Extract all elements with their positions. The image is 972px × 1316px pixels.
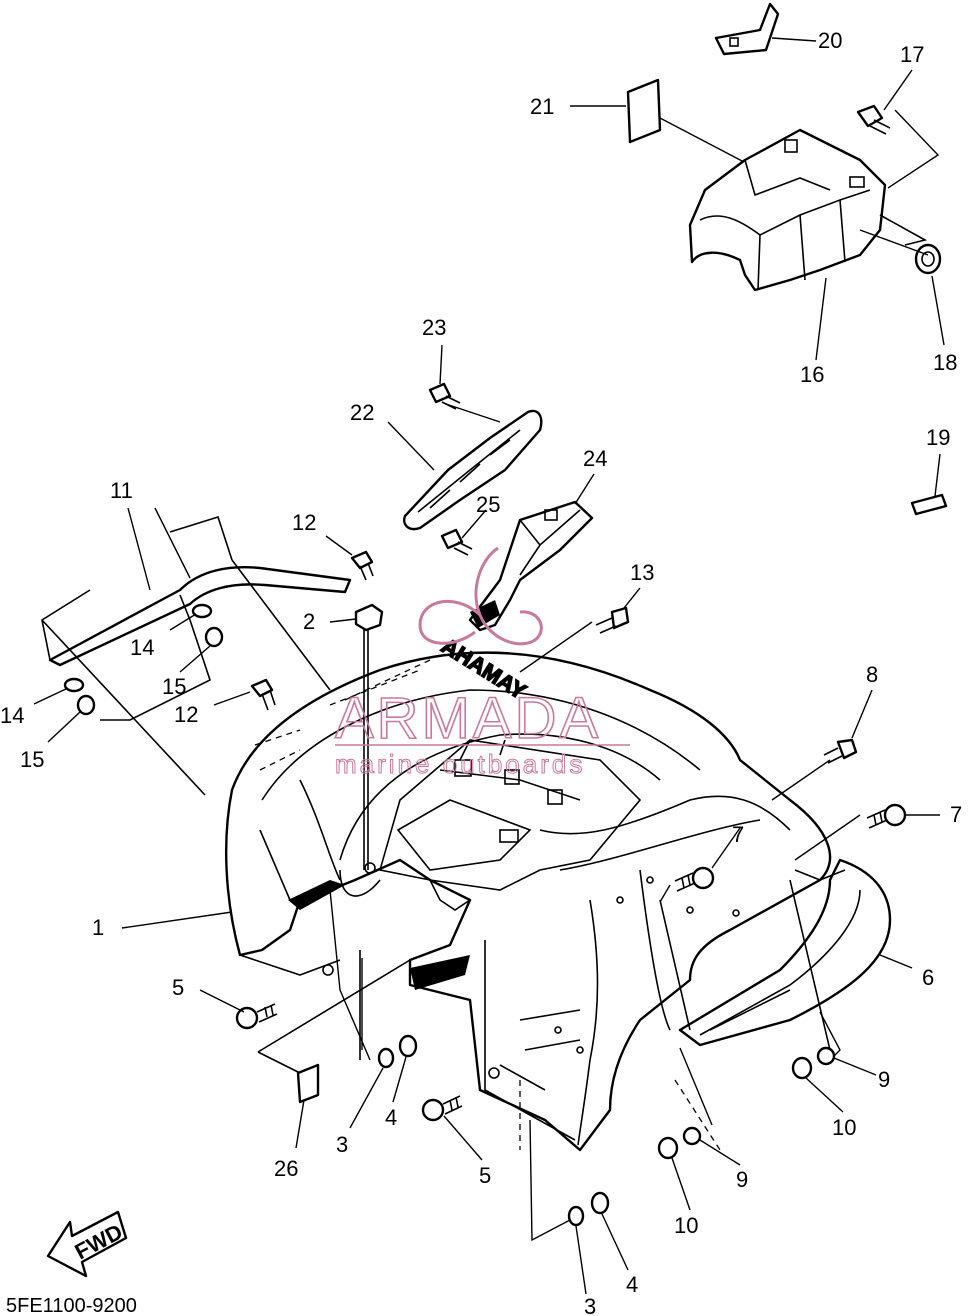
callout-20: 20	[818, 28, 842, 53]
callout-21: 21	[530, 94, 554, 119]
callout-15-left: 15	[20, 747, 44, 772]
pin-2	[354, 603, 384, 870]
callout-23: 23	[422, 315, 446, 340]
watermark-logo-icon	[418, 546, 543, 646]
callout-10-right: 10	[832, 1115, 856, 1140]
watermark: ARMADA marine outboards	[334, 546, 630, 780]
callout-25: 25	[476, 492, 500, 517]
nut-10-right	[791, 1056, 813, 1080]
flap-26	[257, 950, 411, 1104]
washers-nuts	[63, 243, 942, 1227]
callout-12-upper: 12	[292, 510, 316, 535]
callout-5-left: 5	[172, 975, 184, 1000]
washer-3-left	[377, 1047, 395, 1069]
bolt-13	[595, 606, 630, 634]
bracket-22	[403, 409, 543, 531]
washer-14-left	[63, 677, 85, 693]
bolt-12-upper	[350, 550, 374, 581]
nut-10-bottom	[657, 1136, 679, 1160]
bolt-5-left	[235, 1003, 278, 1030]
washer-9-bottom	[682, 1126, 702, 1146]
bolt-17	[856, 104, 891, 135]
nut-15-right	[204, 626, 224, 648]
washer-9-right	[816, 1046, 836, 1066]
callout-22: 22	[350, 400, 374, 425]
callout-19: 19	[926, 425, 950, 450]
callout-5-right: 5	[479, 1163, 491, 1188]
callout-24: 24	[583, 446, 607, 471]
callout-1: 1	[92, 915, 104, 940]
bracket-24	[468, 500, 594, 632]
callout-14-right: 14	[130, 635, 154, 660]
pad-19	[910, 493, 948, 516]
callout-15-right: 15	[162, 674, 186, 699]
callout-2: 2	[303, 609, 315, 634]
leader-lines	[33, 37, 945, 1295]
mud-guard-left	[41, 516, 421, 796]
callout-7-upper: 7	[950, 802, 962, 827]
callout-26: 26	[274, 1156, 298, 1181]
callout-16: 16	[800, 362, 824, 387]
bolt-8	[823, 738, 858, 764]
bolt-7-upper	[866, 803, 907, 829]
nut-18	[914, 243, 942, 275]
bolt-23	[428, 382, 461, 410]
part-code: 5FE1100-9200	[6, 1295, 137, 1316]
callout-9-bottom: 9	[736, 1167, 748, 1192]
callout-6: 6	[922, 965, 934, 990]
callout-13: 13	[630, 560, 654, 585]
callout-7-lower: 7	[732, 822, 744, 847]
rear-cover-16	[688, 128, 928, 292]
fwd-arrow: FWD	[46, 1210, 128, 1278]
bolt-7-lower	[674, 866, 715, 892]
watermark-tagline: marine outboards	[335, 749, 585, 779]
callout-9-right: 9	[878, 1067, 890, 1092]
nut-4-bottom	[590, 1191, 610, 1215]
callout-14-left: 14	[0, 703, 24, 728]
callout-4-bottom: 4	[626, 1272, 638, 1297]
callout-4-left: 4	[385, 1105, 397, 1130]
callout-17: 17	[900, 42, 924, 67]
callout-12-lower: 12	[174, 702, 198, 727]
bolt-5-right	[421, 1095, 463, 1122]
callout-10-bottom: 10	[674, 1213, 698, 1238]
callout-11: 11	[110, 478, 133, 503]
callout-18: 18	[933, 350, 957, 375]
nut-4-left	[398, 1034, 418, 1058]
plate-21	[626, 78, 662, 144]
washer-3-bottom	[567, 1205, 585, 1227]
bolt-25	[440, 528, 473, 556]
callout-3-left: 3	[336, 1132, 348, 1157]
side-cover-right	[659, 858, 892, 1051]
callout-8: 8	[866, 662, 878, 687]
clip-20	[714, 2, 780, 56]
callout-numbers: 1 2 3 3 4 4 5 5 6 7 7 8 9 9 10 10 11 12 …	[0, 28, 962, 1316]
nut-15-left	[76, 694, 96, 716]
callout-3-bottom: 3	[584, 1294, 596, 1316]
rear-fender-body: YAMAHA	[224, 632, 832, 1152]
bolt-12-lower	[250, 678, 276, 711]
washer-14-right	[191, 603, 213, 619]
watermark-brand: ARMADA	[335, 686, 601, 751]
